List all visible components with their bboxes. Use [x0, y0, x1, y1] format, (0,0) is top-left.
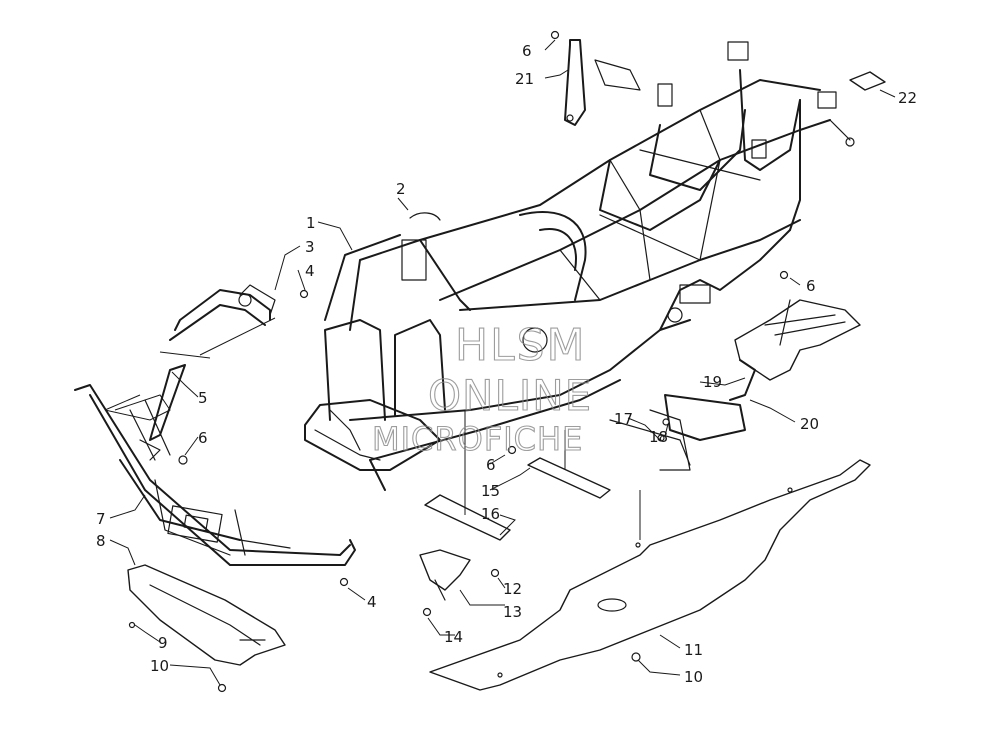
rear-carrier-plate — [734, 299, 861, 381]
callout-6-rear: 6 — [806, 277, 816, 295]
leader-lines — [104, 39, 896, 686]
callout-6-front: 6 — [198, 429, 208, 447]
callout-2: 2 — [396, 180, 406, 198]
mount-bracket — [419, 549, 471, 601]
foam-blocks — [424, 457, 611, 541]
callout-1: 1 — [306, 214, 316, 232]
callout-16: 16 — [481, 505, 500, 523]
callout-labels: 1 2 3 4 4 5 6 6 6 6 7 8 9 10 10 11 12 13… — [96, 42, 917, 686]
callout-14: 14 — [444, 628, 463, 646]
callout-8: 8 — [96, 532, 106, 550]
front-upper-bracket — [169, 284, 276, 341]
callout-19: 19 — [703, 373, 722, 391]
front-support-arm — [139, 364, 186, 461]
callout-22: 22 — [898, 89, 917, 107]
callout-4-upper: 4 — [305, 262, 315, 280]
rear-brace — [564, 39, 641, 126]
rear-lower-bracket — [609, 359, 756, 471]
watermark-line-1: HLSM — [455, 320, 587, 371]
callout-4-lower: 4 — [367, 593, 377, 611]
callout-11: 11 — [684, 641, 703, 659]
callout-18: 18 — [649, 428, 668, 446]
watermark-line-3: MICROFICHE — [372, 420, 583, 458]
main-frame — [304, 41, 855, 491]
callout-10-front: 10 — [150, 657, 169, 675]
main-skid-plate — [429, 459, 871, 691]
callout-13: 13 — [503, 603, 522, 621]
front-skid-plate — [127, 564, 286, 666]
callout-5: 5 — [198, 389, 208, 407]
callout-17: 17 — [614, 410, 633, 428]
callout-21: 21 — [515, 70, 534, 88]
callout-10-rear: 10 — [684, 668, 703, 686]
callout-6-top: 6 — [522, 42, 532, 60]
latch-cover — [849, 71, 886, 91]
watermark: HLSM ONLINE MICROFICHE — [371, 319, 592, 458]
front-bumper — [74, 384, 356, 566]
callout-20: 20 — [800, 415, 819, 433]
fasteners — [128, 30, 789, 693]
callout-12: 12 — [503, 580, 522, 598]
callout-6-center: 6 — [486, 456, 496, 474]
clip — [409, 212, 441, 221]
watermark-line-2: ONLINE — [428, 371, 592, 420]
callout-3: 3 — [305, 238, 315, 256]
callout-9: 9 — [158, 634, 168, 652]
callout-15: 15 — [481, 482, 500, 500]
callout-7: 7 — [96, 510, 106, 528]
